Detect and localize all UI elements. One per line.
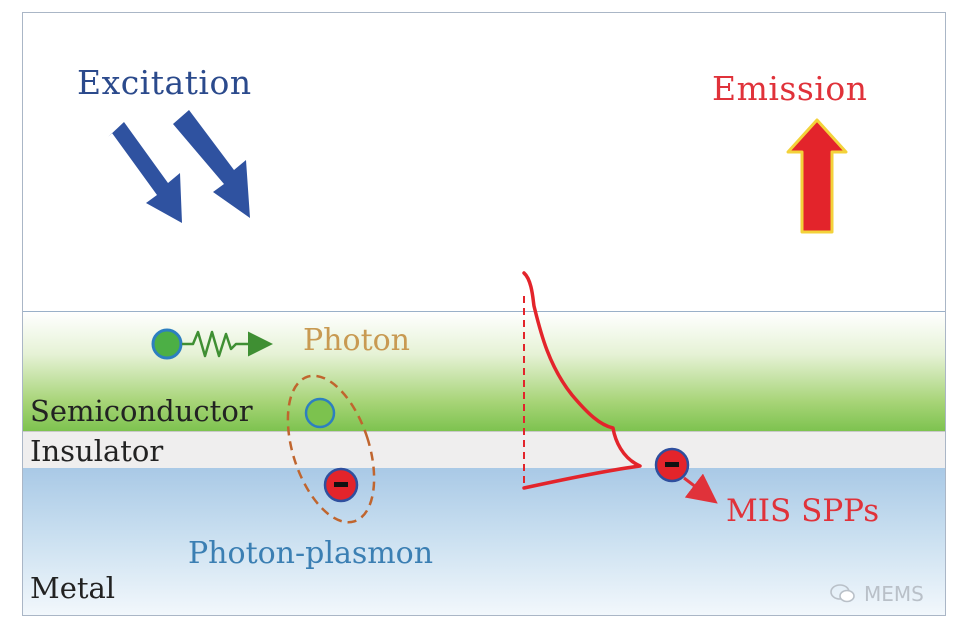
photon-emitter [151, 328, 273, 360]
photon-plasmon-label: Photon-plasmon [188, 536, 434, 571]
metal-label: Metal [30, 571, 116, 605]
excitation-arrow-left [108, 122, 182, 223]
excitation-label: Excitation [77, 63, 252, 102]
excitation-arrow-right [173, 110, 250, 218]
semiconductor-layer [23, 311, 945, 432]
emission-arrow [786, 118, 848, 234]
semiconductor-label: Semiconductor [30, 394, 253, 428]
metal-layer [23, 468, 945, 615]
watermark-text: MEMS [864, 582, 924, 606]
diagram-frame [22, 12, 946, 616]
photon-label: Photon [303, 323, 411, 358]
exciton-particle [304, 397, 336, 429]
mis-spps-label: MIS SPPs [726, 493, 880, 529]
photon-particle [151, 328, 183, 360]
emission-label: Emission [712, 69, 868, 108]
spp-arrow [683, 473, 718, 504]
insulator-label: Insulator [30, 434, 164, 468]
photon-plasmon-ellipse [286, 374, 376, 524]
spp-electron [654, 447, 690, 483]
excitation-arrows [108, 110, 250, 223]
electron-particle [323, 467, 359, 503]
chat-bubble-icon [830, 584, 855, 603]
photon-wave [182, 330, 273, 358]
air-region [23, 13, 945, 311]
field-profile-curve [522, 271, 642, 490]
watermark: MEMS [830, 582, 924, 606]
